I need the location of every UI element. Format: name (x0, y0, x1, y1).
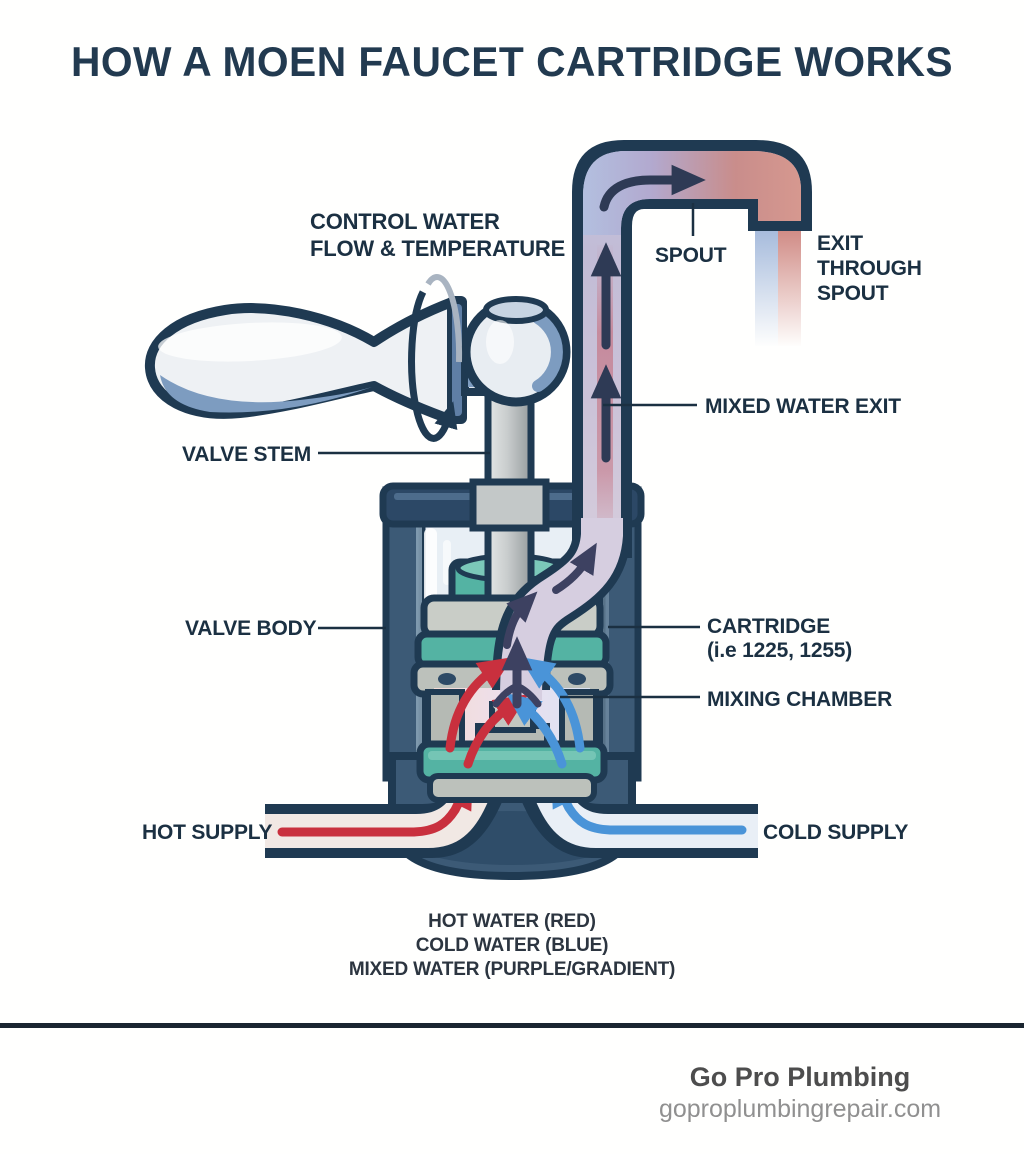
hot-mix-arrow-1 (445, 657, 513, 753)
rotation-arc-faded (425, 274, 463, 363)
legend-mixed-water: MIXED WATER (PURPLE/GRADIENT) (348, 959, 676, 980)
label-valve-stem: VALVE STEM (182, 443, 312, 466)
hot-supply-pipe (265, 752, 520, 858)
label-mixed-water-exit: MIXED WATER EXIT (705, 395, 901, 418)
mixing-arrows (445, 636, 585, 769)
page-title: HOW A MOEN FAUCET CARTRIDGE WORKS (70, 38, 954, 85)
cold-mix-arrow-2 (506, 693, 567, 769)
label-exit-through-spout: EXIT THROUGH SPOUT (817, 232, 922, 305)
flow-arrow-elbow (599, 164, 706, 212)
mixed-arrow-upper (552, 542, 597, 594)
faucet-handle (144, 274, 571, 442)
footer: Go Pro Plumbing goproplumbingrepair.com (620, 1062, 980, 1124)
color-legend: HOT WATER (RED) COLD WATER (BLUE) MIXED … (262, 912, 762, 984)
hot-flow-arrow (277, 774, 473, 837)
label-cold-supply: COLD SUPPLY (763, 821, 909, 844)
cold-flow-arrow (551, 772, 747, 835)
leader-lines (318, 203, 700, 699)
cold-mix-arrow-1 (519, 656, 585, 753)
exit-water-stream (755, 228, 778, 346)
brand-website: goproplumbingrepair.com (658, 1095, 942, 1123)
brand-name: Go Pro Plumbing (689, 1062, 911, 1092)
legend-hot-water: HOT WATER (RED) (428, 911, 596, 932)
label-control-water: CONTROL WATER FLOW & TEMPERATURE (310, 209, 566, 261)
label-cartridge: CARTRIDGE (i.e 1225, 1255) (707, 615, 853, 662)
label-valve-body: VALVE BODY (185, 617, 317, 640)
cold-supply-pipe (504, 752, 758, 858)
label-hot-supply: HOT SUPPLY (142, 821, 273, 844)
label-spout: SPOUT (655, 244, 727, 267)
legend-cold-water: COLD WATER (BLUE) (415, 935, 609, 956)
spout-pipe (572, 140, 812, 558)
label-mixing-chamber: MIXING CHAMBER (707, 688, 893, 711)
rotation-arrow (408, 290, 458, 442)
footer-divider (0, 1023, 1024, 1028)
